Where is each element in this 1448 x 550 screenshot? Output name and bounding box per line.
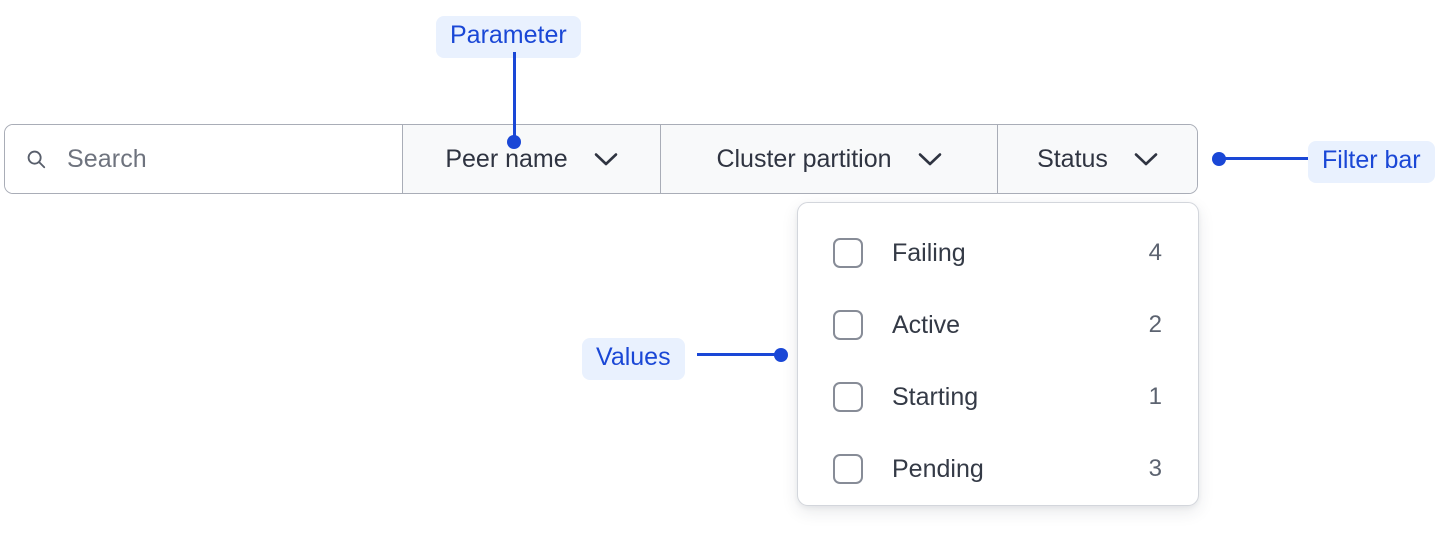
checkbox-failing[interactable] [833, 238, 863, 268]
annotation-label-filter-bar: Filter bar [1308, 141, 1435, 183]
filter-bar: Search Peer name Cluster partition Statu… [4, 124, 1198, 194]
annotation-dot-parameter [507, 135, 521, 149]
annotation-dot-values [774, 348, 788, 362]
annotation-leader-line-parameter [513, 52, 516, 144]
filter-segment-peer-name-label: Peer name [445, 144, 568, 173]
search-input-placeholder[interactable]: Search [67, 144, 147, 173]
search-icon [27, 150, 46, 169]
annotation-label-values: Values [582, 338, 685, 380]
chevron-down-icon [1134, 152, 1158, 165]
status-dropdown-panel: Failing 4 Active 2 Starting 1 Pending 3 [797, 202, 1199, 506]
list-item-label: Failing [892, 238, 966, 267]
list-item[interactable]: Starting 1 [798, 361, 1198, 433]
list-item[interactable]: Failing 4 [798, 217, 1198, 289]
list-item-label: Starting [892, 382, 979, 411]
chevron-down-icon [918, 152, 941, 165]
filter-segment-cluster-partition[interactable]: Cluster partition [660, 125, 997, 193]
filter-segment-peer-name[interactable]: Peer name [402, 125, 660, 193]
chevron-down-icon [594, 152, 617, 165]
search-field[interactable]: Search [5, 125, 402, 193]
annotation-label-parameter: Parameter [436, 16, 581, 58]
list-item[interactable]: Pending 3 [798, 433, 1198, 505]
list-item-label: Active [892, 310, 961, 339]
checkbox-starting[interactable] [833, 382, 863, 412]
filter-segment-status[interactable]: Status [997, 125, 1197, 193]
checkbox-pending[interactable] [833, 454, 863, 484]
list-item-label: Pending [892, 454, 984, 483]
checkbox-active[interactable] [833, 310, 863, 340]
filter-segment-cluster-partition-label: Cluster partition [716, 144, 892, 173]
filter-segment-status-label: Status [1037, 144, 1108, 173]
list-item-count: 2 [1148, 311, 1162, 338]
annotation-leader-line-values [697, 353, 781, 356]
annotation-dot-filter-bar [1212, 152, 1226, 166]
list-item-count: 1 [1148, 383, 1162, 410]
list-item[interactable]: Active 2 [798, 289, 1198, 361]
list-item-count: 4 [1148, 239, 1162, 266]
annotation-leader-line-filter-bar [1222, 157, 1310, 160]
list-item-count: 3 [1148, 455, 1162, 482]
